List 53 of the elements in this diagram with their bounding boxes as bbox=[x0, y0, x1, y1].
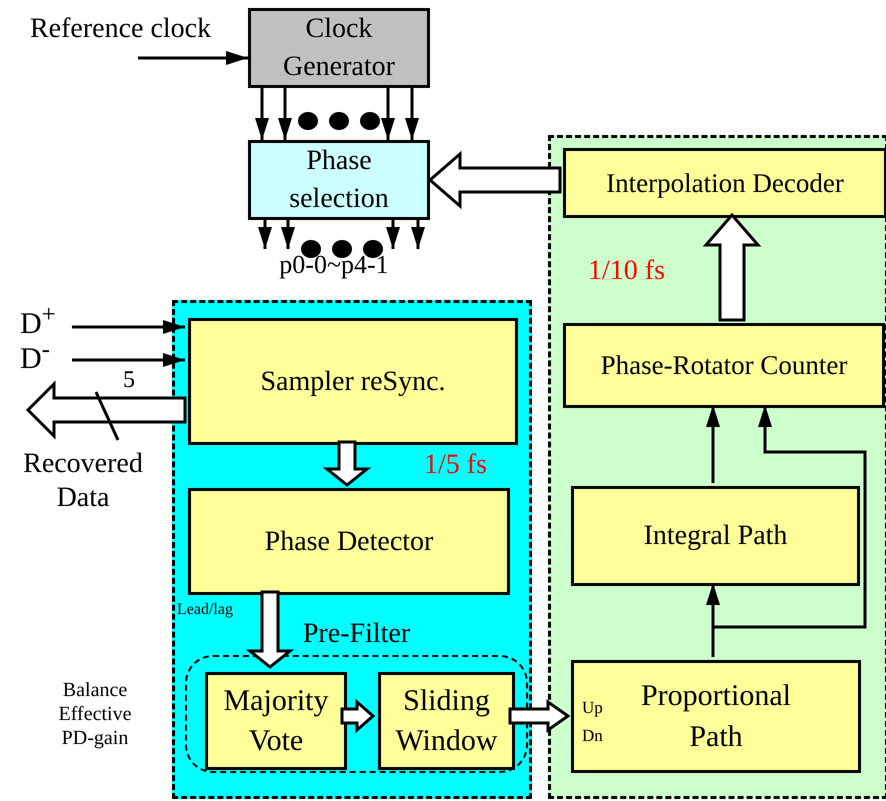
hollow-arrow bbox=[428, 150, 562, 210]
region-panel bbox=[172, 300, 532, 799]
process-box bbox=[205, 672, 347, 770]
hollow-arrow bbox=[340, 698, 376, 734]
box-label: Sliding Window bbox=[394, 682, 499, 759]
rate-label: 1/10 fs bbox=[588, 254, 665, 288]
arrow bbox=[258, 220, 272, 249]
port-label: Dn bbox=[581, 725, 604, 747]
arrow bbox=[706, 405, 720, 483]
hollow-arrow bbox=[322, 440, 372, 487]
arrow bbox=[712, 405, 866, 657]
rate-label: 1/5 fs bbox=[424, 448, 487, 482]
hollow-arrow bbox=[26, 380, 186, 440]
region-panel bbox=[548, 135, 886, 799]
box-label: Phase-Rotator Counter bbox=[600, 349, 848, 382]
process-box bbox=[248, 140, 430, 220]
hollow-arrow bbox=[246, 590, 294, 669]
process-box bbox=[188, 488, 510, 595]
note-text: Balance Effective PD-gain bbox=[58, 678, 132, 750]
bus-label: p0-0~p4-1 bbox=[276, 249, 392, 281]
box-label: Sampler reSync. bbox=[259, 364, 447, 399]
arrow bbox=[281, 220, 295, 249]
process-box bbox=[378, 672, 515, 770]
output-label: Recovered Data bbox=[22, 447, 144, 514]
process-box bbox=[248, 8, 430, 88]
arrow bbox=[255, 88, 269, 140]
box-label: Phase Detector bbox=[264, 524, 434, 559]
arrow bbox=[405, 88, 419, 140]
hollow-arrow bbox=[702, 212, 762, 322]
box-label: Phase selection bbox=[288, 144, 390, 216]
process-box bbox=[563, 148, 886, 218]
arrow bbox=[72, 353, 185, 367]
port-label: Up bbox=[581, 697, 604, 719]
arrow bbox=[72, 320, 185, 334]
bus-width-label: 5 bbox=[123, 366, 135, 395]
hollow-arrow bbox=[508, 699, 571, 733]
box-label: Interpolation Decoder bbox=[605, 166, 845, 200]
arrow bbox=[411, 220, 425, 249]
process-box bbox=[188, 318, 518, 445]
process-box bbox=[563, 323, 885, 408]
box-label: Proportional Path bbox=[640, 678, 792, 754]
edge-label: Lead/lag bbox=[177, 600, 233, 620]
edge-label: Reference clock bbox=[30, 12, 212, 46]
group-heading: Pre-Filter bbox=[302, 617, 412, 651]
arrow bbox=[381, 88, 395, 140]
box-label: Majority Vote bbox=[222, 682, 330, 759]
box-label: Clock Generator bbox=[282, 12, 396, 84]
arrow bbox=[138, 51, 248, 65]
box-label: Integral Path bbox=[642, 519, 788, 554]
arrow bbox=[278, 88, 292, 140]
arrow bbox=[386, 220, 400, 249]
process-box bbox=[571, 486, 860, 586]
process-box bbox=[571, 660, 861, 773]
